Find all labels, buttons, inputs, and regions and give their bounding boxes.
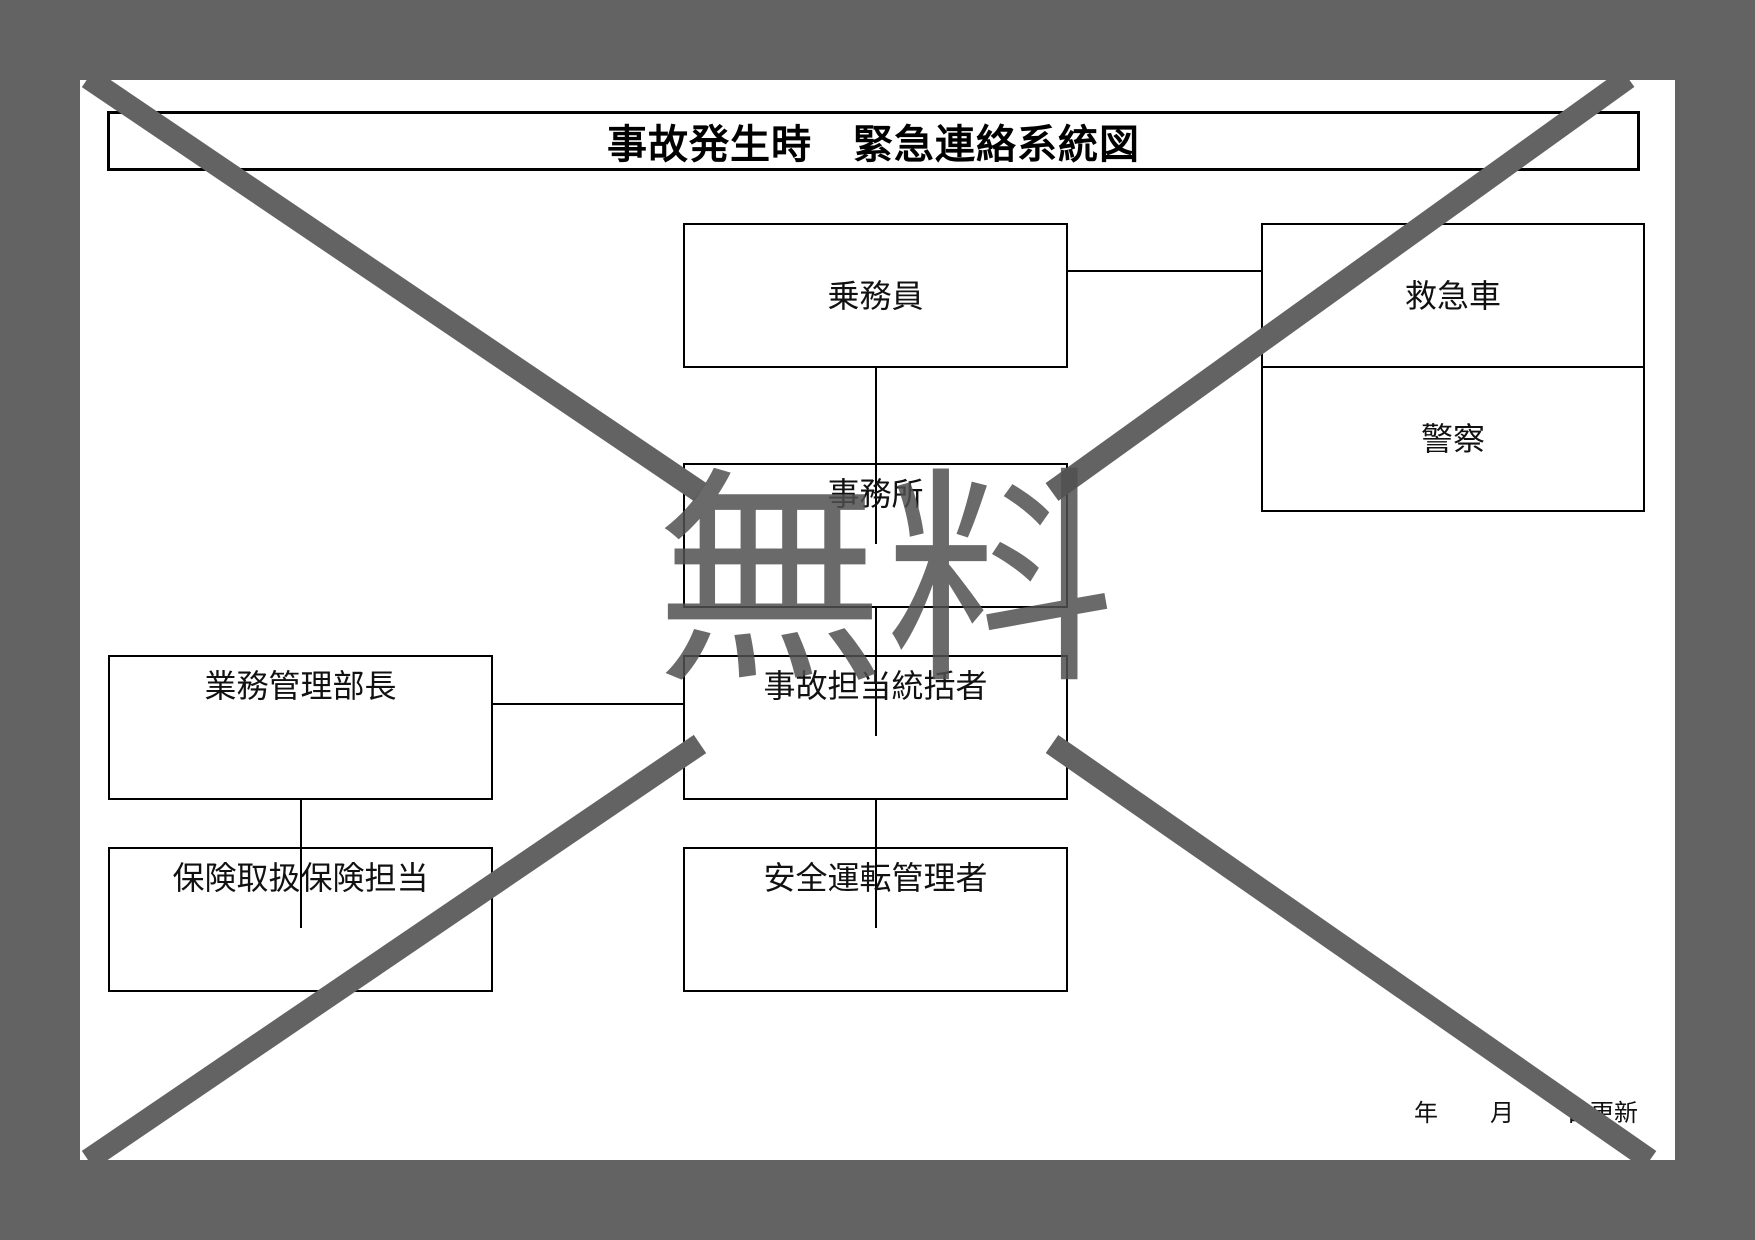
crew-label: 乗務員	[827, 276, 924, 315]
connector-supervisor-safety	[875, 798, 877, 928]
crew-box: 乗務員	[683, 223, 1068, 368]
footer-day-updated: 日更新	[1566, 1099, 1638, 1127]
police-label: 警察	[1420, 420, 1485, 458]
office-box: 事務所	[683, 463, 1068, 608]
safety-manager-box: 安全運転管理者	[683, 847, 1068, 992]
footer-year: 年	[1414, 1099, 1438, 1127]
connector-office-supervisor	[875, 608, 877, 736]
document-page: 事故発生時 緊急連絡系統図 乗務員 救急車 警察 事務所 事故担当統括者 業務管…	[80, 80, 1675, 1160]
safety-manager-label: 安全運転管理者	[763, 859, 988, 897]
title-box: 事故発生時 緊急連絡系統図	[107, 111, 1640, 171]
accident-supervisor-label: 事故担当統括者	[763, 667, 988, 705]
insurance-handler-label: 保険取扱保険担当	[172, 859, 429, 897]
connector-crew-ambulance	[1068, 270, 1261, 272]
ambulance-box: 救急車	[1261, 223, 1645, 368]
accident-supervisor-box: 事故担当統括者	[683, 655, 1068, 800]
document-title: 事故発生時 緊急連絡系統図	[607, 122, 1140, 168]
business-manager-label: 業務管理部長	[204, 667, 397, 705]
connector-crew-office	[875, 368, 877, 544]
office-label: 事務所	[827, 475, 924, 513]
ambulance-label: 救急車	[1404, 276, 1501, 315]
connector-manager-supervisor	[493, 703, 683, 705]
insurance-handler-box: 保険取扱保険担当	[108, 847, 493, 992]
footer-month: 月	[1490, 1099, 1514, 1127]
update-date: 年 月 日更新	[1414, 1093, 1638, 1128]
police-box: 警察	[1261, 366, 1645, 512]
business-manager-box: 業務管理部長	[108, 655, 493, 800]
